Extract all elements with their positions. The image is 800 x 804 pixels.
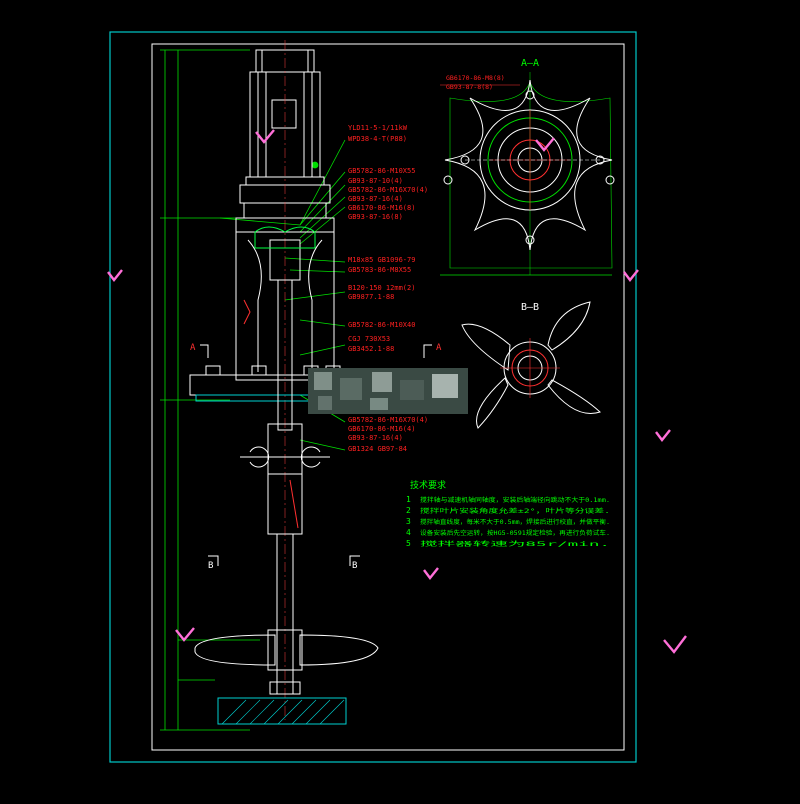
callout-label: GB93-87-16(4) bbox=[348, 434, 403, 442]
dimension-lines bbox=[160, 49, 346, 731]
section-bb-title: B—B bbox=[521, 302, 539, 313]
shaft-coupling bbox=[240, 279, 330, 695]
section-label-layer: A—A B—B A A B B bbox=[190, 58, 539, 571]
callout-label: GB9877.1-88 bbox=[348, 293, 394, 301]
note-number: 5 bbox=[406, 539, 411, 548]
callout-label: WPD38-4-T(P88) bbox=[348, 135, 407, 143]
note-number: 1 bbox=[406, 495, 411, 504]
foundation-block bbox=[217, 697, 347, 725]
view-aa bbox=[440, 72, 615, 276]
outer-frame bbox=[109, 31, 637, 763]
note-number: 4 bbox=[406, 528, 411, 537]
callout-label: GB5783-86-M8X55 bbox=[348, 266, 411, 274]
note-number: 3 bbox=[406, 517, 411, 526]
note-text: 搅拌器转速为85r/min. bbox=[420, 540, 610, 548]
callout-label: GB6170-86-M16(4) bbox=[348, 425, 415, 433]
view-bb bbox=[461, 301, 601, 429]
blurred-region bbox=[308, 368, 468, 414]
section-a-left: A bbox=[190, 343, 196, 353]
inner-frame bbox=[151, 43, 625, 751]
callout-label: GB5782-86-M16X70(4) bbox=[348, 416, 428, 424]
callout-label: GB5782-86-M10X40 bbox=[348, 321, 415, 329]
note-text: 搅拌轴与减速机轴同轴度，安装后轴端径向跳动不大于0.1mm. bbox=[420, 496, 610, 504]
aa-callout-label: GB93-87-8(8) bbox=[446, 83, 493, 91]
motor bbox=[239, 40, 331, 720]
section-markers bbox=[200, 344, 432, 566]
callout-label: GB5782-86-M16X70(4) bbox=[348, 186, 428, 194]
aa-callout-layer: GB6170-86-M8(8)GB93-87-8(8) bbox=[446, 74, 505, 91]
technical-notes: 技术要求 1 搅拌轴与减速机轴同轴度，安装后轴端径向跳动不大于0.1mm. 2 搅拌叶… bbox=[406, 479, 610, 548]
impeller-side bbox=[194, 629, 379, 671]
section-b-right: B bbox=[352, 561, 357, 571]
aa-callout-label: GB6170-86-M8(8) bbox=[446, 74, 505, 82]
callout-label: YLD11-5-1/11kW bbox=[348, 124, 408, 132]
callout-label: GB3452.1-88 bbox=[348, 345, 394, 353]
note-text: 搅拌叶片安装角度允差±2°，叶片等分误差. bbox=[420, 507, 610, 515]
callout-layer: YLD11-5-1/11kW WPD38-4-T(P88) GB5782-86-M1… bbox=[348, 124, 428, 453]
notes-heading: 技术要求 bbox=[410, 479, 446, 491]
note-text: 搅拌轴直线度，每米不大于0.5mm，焊接后进行校直，并做平衡. bbox=[420, 518, 610, 526]
callout-label: GB93-87-16(4) bbox=[348, 195, 403, 203]
callout-label: GB6170-86-M16(8) bbox=[348, 204, 415, 212]
callout-label: B120-150 12mm(2) bbox=[348, 284, 415, 292]
callout-label: GB93-87-10(4) bbox=[348, 177, 403, 185]
watermark-marks bbox=[107, 129, 687, 654]
section-aa-title: A—A bbox=[521, 58, 539, 69]
callout-label: GB1324 GB97-84 bbox=[348, 445, 407, 453]
note-text: 设备安装后先空运转，按HG5-0591规定检验，再进行负荷试车. bbox=[420, 529, 610, 537]
section-b-left: B bbox=[208, 561, 213, 571]
callout-label: M18x85 GB1096-79 bbox=[348, 256, 415, 264]
callout-label: GB93-87-16(8) bbox=[348, 213, 403, 221]
note-number: 2 bbox=[406, 506, 411, 515]
callout-label: CGJ 730X53 bbox=[348, 335, 390, 343]
callout-label: GB5782-86-M10X55 bbox=[348, 167, 415, 175]
section-a-right: A bbox=[436, 343, 442, 353]
